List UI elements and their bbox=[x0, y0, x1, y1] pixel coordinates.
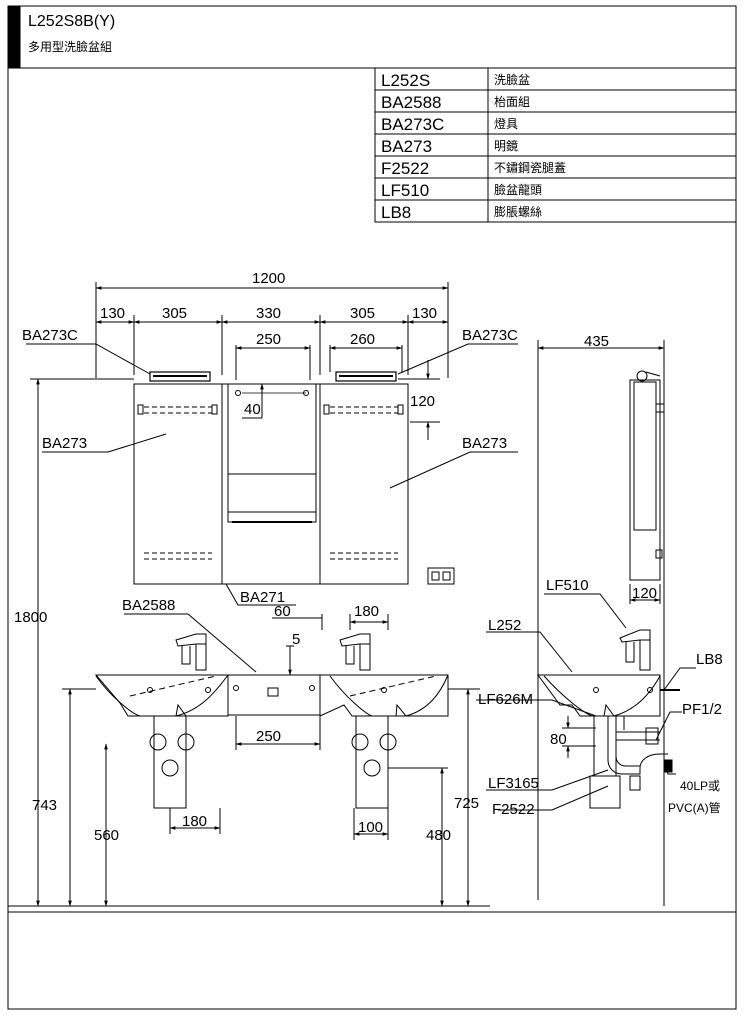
dim-segment: 330 bbox=[256, 305, 281, 322]
part-code: BA273 bbox=[381, 137, 432, 156]
dim-lamp-width: 260 bbox=[350, 331, 375, 348]
dim-lamp-height: 120 bbox=[410, 393, 435, 410]
label-supply: PF1/2 bbox=[682, 701, 722, 718]
part-name: 膨脹螺絲 bbox=[494, 204, 542, 219]
label-leg-cover: F2522 bbox=[492, 801, 535, 818]
dim-cabinet-depth: 120 bbox=[632, 585, 657, 602]
label-bolt: LB8 bbox=[696, 651, 723, 668]
part-code: BA273C bbox=[381, 115, 444, 134]
dim-offset: 40 bbox=[244, 401, 261, 418]
dim-leg-width: 100 bbox=[358, 819, 383, 836]
dim-segment: 305 bbox=[350, 305, 375, 322]
part-code: LF510 bbox=[381, 181, 429, 200]
dim-lamp-width: 250 bbox=[256, 331, 281, 348]
dim-counter-height: 743 bbox=[32, 797, 57, 814]
part-code: BA2588 bbox=[381, 93, 442, 112]
product-subtitle: 多用型洗臉盆組 bbox=[28, 39, 112, 54]
part-name: 臉盆龍頭 bbox=[494, 182, 542, 197]
label-faucet: LF510 bbox=[546, 577, 589, 594]
dim-leg-height: 560 bbox=[94, 827, 119, 844]
part-name: 明鏡 bbox=[494, 138, 518, 153]
dim-overall-width: 1200 bbox=[252, 270, 285, 287]
label-cabinet: BA271 bbox=[240, 589, 285, 606]
dim-leg-spacing: 180 bbox=[182, 813, 207, 830]
label-basin: L252 bbox=[488, 617, 521, 634]
dim-segment: 130 bbox=[100, 305, 125, 322]
part-name: 燈具 bbox=[494, 116, 518, 131]
front-view bbox=[8, 282, 518, 907]
label-light-right: BA273C bbox=[462, 327, 518, 344]
part-name: 枱面組 bbox=[494, 94, 530, 109]
side-view-labels: 435 120 80 LF510 L252 LB8 LF626M PF1/2 L… bbox=[478, 333, 723, 818]
dim-depth: 435 bbox=[584, 333, 609, 350]
dim-segment: 130 bbox=[412, 305, 437, 322]
title-block: L252S8B(Y) 多用型洗臉盆組 bbox=[28, 13, 115, 54]
dim-outlet-height: 480 bbox=[426, 827, 451, 844]
dim-faucet-spacing: 180 bbox=[354, 603, 379, 620]
dim-counter-height-right: 725 bbox=[454, 795, 479, 812]
part-code: L252S bbox=[381, 71, 430, 90]
label-mirror-left: BA273 bbox=[42, 435, 87, 452]
parts-table: L252S 洗臉盆 BA2588 枱面組 BA273C 燈具 BA273 明鏡 … bbox=[374, 67, 737, 223]
label-counter: BA2588 bbox=[122, 597, 175, 614]
label-trap: LF626M bbox=[478, 691, 533, 708]
side-view bbox=[476, 340, 696, 906]
dim-offset-5: 5 bbox=[292, 631, 300, 648]
part-name: 不鏽鋼瓷腿蓋 bbox=[494, 160, 566, 175]
part-name: 洗臉盆 bbox=[494, 72, 530, 87]
dim-segment: 305 bbox=[162, 305, 187, 322]
front-view-labels: 1200 130 305 330 305 130 250 260 120 40 … bbox=[14, 270, 518, 844]
label-pipe-line2: PVC(A)管 bbox=[668, 800, 721, 815]
dim-trap-offset: 80 bbox=[550, 731, 567, 748]
model-number: L252S8B(Y) bbox=[28, 13, 115, 30]
label-light-left: BA273C bbox=[22, 327, 78, 344]
dim-offset-60: 60 bbox=[274, 603, 291, 620]
part-code: LB8 bbox=[381, 203, 411, 222]
label-drain: LF3165 bbox=[488, 775, 539, 792]
part-code: F2522 bbox=[381, 159, 429, 178]
label-mirror-right: BA273 bbox=[462, 435, 507, 452]
label-pipe-line1: 40LP或 bbox=[680, 779, 720, 793]
dim-total-height: 1800 bbox=[14, 609, 47, 626]
dim-cabinet-width: 250 bbox=[256, 728, 281, 745]
